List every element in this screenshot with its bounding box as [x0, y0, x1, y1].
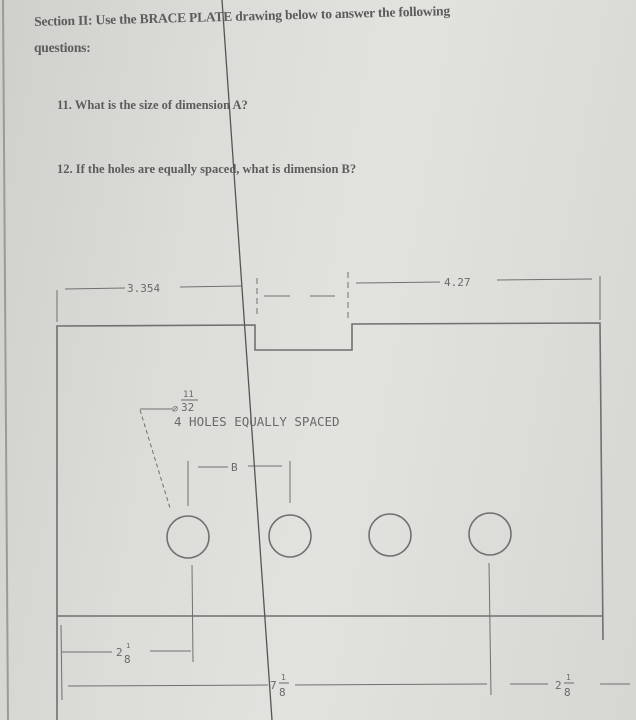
leader-line — [139, 409, 171, 509]
dimension-3354: 3.354 — [127, 282, 160, 295]
dimension-line — [64, 287, 126, 290]
dimension-b-label: B — [231, 461, 238, 474]
question-number: 11. — [57, 98, 72, 112]
dimension-bottom-2: 7 1 8 — [270, 673, 289, 699]
hole — [368, 513, 412, 557]
extension-line — [60, 624, 63, 701]
svg-text:1: 1 — [566, 673, 571, 682]
hole-diameter-numerator: 11 — [183, 390, 194, 400]
svg-text:2: 2 — [555, 679, 562, 692]
svg-text:8: 8 — [124, 653, 131, 666]
svg-text:1: 1 — [281, 673, 286, 682]
svg-text:8: 8 — [564, 686, 571, 699]
dimension-line — [496, 278, 593, 281]
question-text: What is the size of dimension A? — [74, 98, 248, 112]
question-text: If the holes are equally spaced, what is… — [75, 162, 357, 176]
hole — [166, 515, 210, 559]
question-12: 12. If the holes are equally spaced, wha… — [57, 162, 356, 177]
dimension-line — [67, 684, 269, 687]
dimension-line — [355, 281, 441, 284]
hole-note: 4 HOLES EQUALLY SPACED — [174, 414, 340, 429]
extension-line — [191, 564, 194, 663]
svg-text:1: 1 — [126, 642, 130, 650]
plate-outline — [56, 322, 604, 720]
hole-diameter-symbol: ⌀ — [172, 404, 178, 415]
question-number: 12. — [57, 162, 73, 176]
svg-text:7: 7 — [270, 679, 277, 692]
section-heading-continued: questions: — [34, 40, 91, 55]
hole — [268, 514, 312, 558]
question-11: 11. What is the size of dimension A? — [57, 98, 248, 113]
svg-text:8: 8 — [279, 686, 286, 699]
hole — [468, 512, 512, 556]
extension-line — [488, 562, 492, 696]
paper-crease — [221, 0, 273, 720]
dimension-427: 4.27 — [444, 276, 471, 289]
svg-text:2: 2 — [116, 646, 123, 659]
dimension-bottom-1: 2 1 8 — [116, 642, 131, 666]
page-edge — [2, 0, 9, 720]
dimension-bottom-3: 2 1 8 — [555, 673, 574, 699]
dimension-line — [294, 683, 488, 686]
hole-diameter-denominator: 32 — [181, 401, 194, 414]
dimension-line — [179, 285, 243, 288]
